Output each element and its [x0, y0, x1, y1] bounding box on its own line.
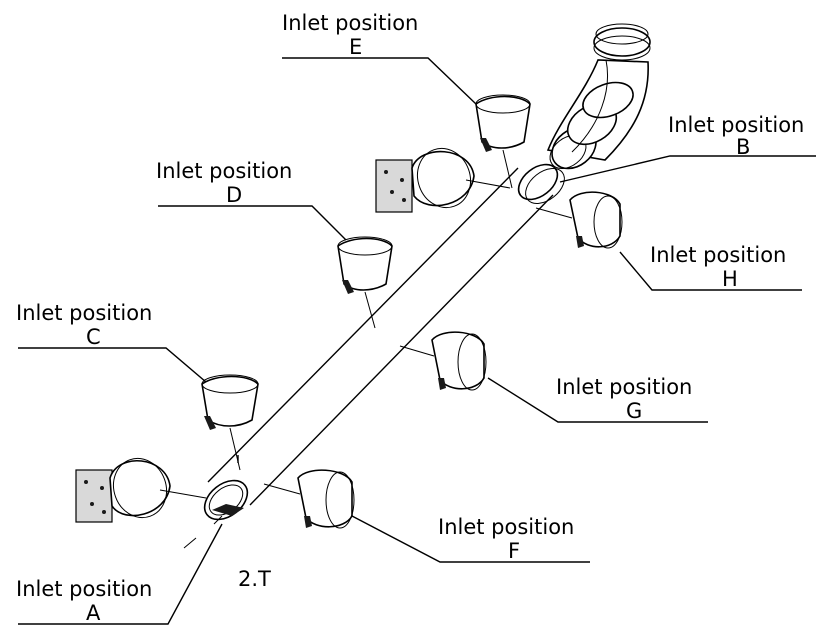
saddle-inlet-C — [201, 374, 259, 471]
label-E: Inlet position E — [282, 11, 418, 59]
saddle-inlet-E — [475, 94, 531, 189]
label-B: Inlet position B — [668, 113, 804, 159]
label-F-title: Inlet position — [438, 515, 574, 539]
label-F-letter: F — [508, 539, 520, 563]
label-H-letter: H — [722, 267, 738, 291]
saddle-inlet-F — [263, 469, 355, 529]
part-number: 2.T — [238, 567, 271, 591]
label-B-letter: B — [736, 135, 750, 159]
label-D: Inlet position D — [156, 159, 292, 207]
saddle-inlet-H — [535, 191, 623, 249]
label-A-title: Inlet position — [16, 577, 152, 601]
label-E-letter: E — [349, 35, 362, 59]
label-B-title: Inlet position — [668, 113, 804, 137]
label-A: Inlet position A — [16, 577, 152, 625]
label-F: Inlet position F — [438, 515, 574, 563]
label-H: Inlet position H — [650, 243, 786, 291]
saddle-inlet-G — [399, 331, 487, 391]
elbow-bend — [546, 23, 651, 170]
label-C-letter: C — [86, 325, 101, 349]
label-E-title: Inlet position — [282, 11, 418, 35]
label-H-title: Inlet position — [650, 243, 786, 267]
label-C: Inlet position C — [16, 301, 152, 349]
flange-inlet-B — [375, 147, 511, 213]
saddle-inlet-D — [337, 236, 393, 329]
label-G-letter: G — [626, 399, 642, 423]
label-D-title: Inlet position — [156, 159, 292, 183]
flange-inlet-A — [75, 457, 207, 523]
leader-lines — [18, 57, 816, 625]
label-C-title: Inlet position — [16, 301, 152, 325]
label-G: Inlet position G — [556, 375, 692, 423]
label-G-title: Inlet position — [556, 375, 692, 399]
main-pipe — [183, 163, 565, 549]
label-A-letter: A — [86, 601, 101, 625]
label-D-letter: D — [226, 183, 242, 207]
